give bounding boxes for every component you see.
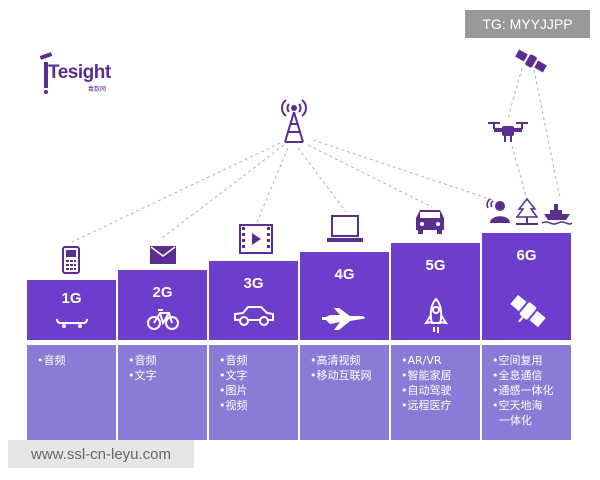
skateboard-icon	[56, 318, 88, 328]
ship-icon	[542, 204, 572, 225]
feature-item: 一体化	[492, 414, 532, 427]
features-6g: •空间复用 •全息通信 •通感一体化 •空天地海 一体化	[482, 345, 571, 440]
laptop-icon	[327, 215, 363, 242]
bar-2g: 2G	[118, 270, 207, 340]
feature-item: •音频	[37, 354, 66, 367]
feature-item: •通感一体化	[492, 384, 554, 397]
cell-tower-icon	[281, 99, 307, 143]
feature-item: •智能家居	[401, 369, 452, 382]
features-3g: •音频 •文字 •图片 •视频	[209, 345, 298, 440]
features-1g: •音频	[27, 345, 116, 440]
car-icon	[234, 306, 274, 326]
feature-item: •空天地海	[492, 399, 543, 412]
feature-item: •文字	[128, 369, 157, 382]
feature-item: •音频	[219, 354, 248, 367]
bar-3g: 3G	[209, 261, 298, 340]
watermark-top: TG: MYYJJPP	[465, 10, 590, 38]
satellite-icon	[510, 294, 546, 328]
generation-label: 4G	[334, 266, 355, 283]
logo-subtitle: 毒数网	[88, 86, 107, 93]
generation-label: 6G	[516, 247, 537, 264]
generation-label: 1G	[61, 290, 82, 307]
generation-label: 3G	[243, 275, 264, 292]
logo-wordmark: Tesight	[48, 62, 111, 83]
tree-icon	[516, 198, 538, 225]
tesight-logo-icon	[40, 52, 53, 94]
person-signal-icon	[486, 198, 510, 223]
phone-icon	[62, 246, 80, 274]
car-front-icon	[416, 210, 444, 234]
bar-4g: 4G	[300, 252, 389, 340]
feature-item: •文字	[219, 369, 248, 382]
envelope-icon	[150, 246, 176, 264]
feature-item: •图片	[219, 384, 248, 397]
feature-item: •高清视频	[310, 354, 361, 367]
drone-icon	[488, 122, 528, 142]
features-5g: •AR/VR •智能家居 •自动驾驶 •远程医疗	[391, 345, 480, 440]
satellite-icon	[515, 49, 547, 73]
generation-label: 5G	[425, 257, 446, 274]
feature-item: •移动互联网	[310, 369, 372, 382]
feature-item: •自动驾驶	[401, 384, 452, 397]
watermark-bottom: www.ssl-cn-leyu.com	[8, 440, 194, 468]
generation-label: 2G	[152, 284, 173, 301]
bicycle-icon	[147, 309, 179, 330]
video-icon	[239, 224, 273, 254]
airplane-icon	[322, 308, 365, 330]
bar-1g: 1G	[27, 280, 116, 340]
features-4g: •高清视频 •移动互联网	[300, 345, 389, 440]
rocket-icon	[424, 297, 448, 333]
bar-6g: 6G	[482, 233, 571, 340]
bar-5g: 5G	[391, 243, 480, 340]
feature-item: •远程医疗	[401, 399, 452, 412]
feature-item: •AR/VR	[401, 354, 442, 367]
feature-item: •空间复用	[492, 354, 543, 367]
feature-item: •视频	[219, 399, 248, 412]
feature-item: •全息通信	[492, 369, 543, 382]
feature-item: •音频	[128, 354, 157, 367]
features-2g: •音频 •文字	[118, 345, 207, 440]
